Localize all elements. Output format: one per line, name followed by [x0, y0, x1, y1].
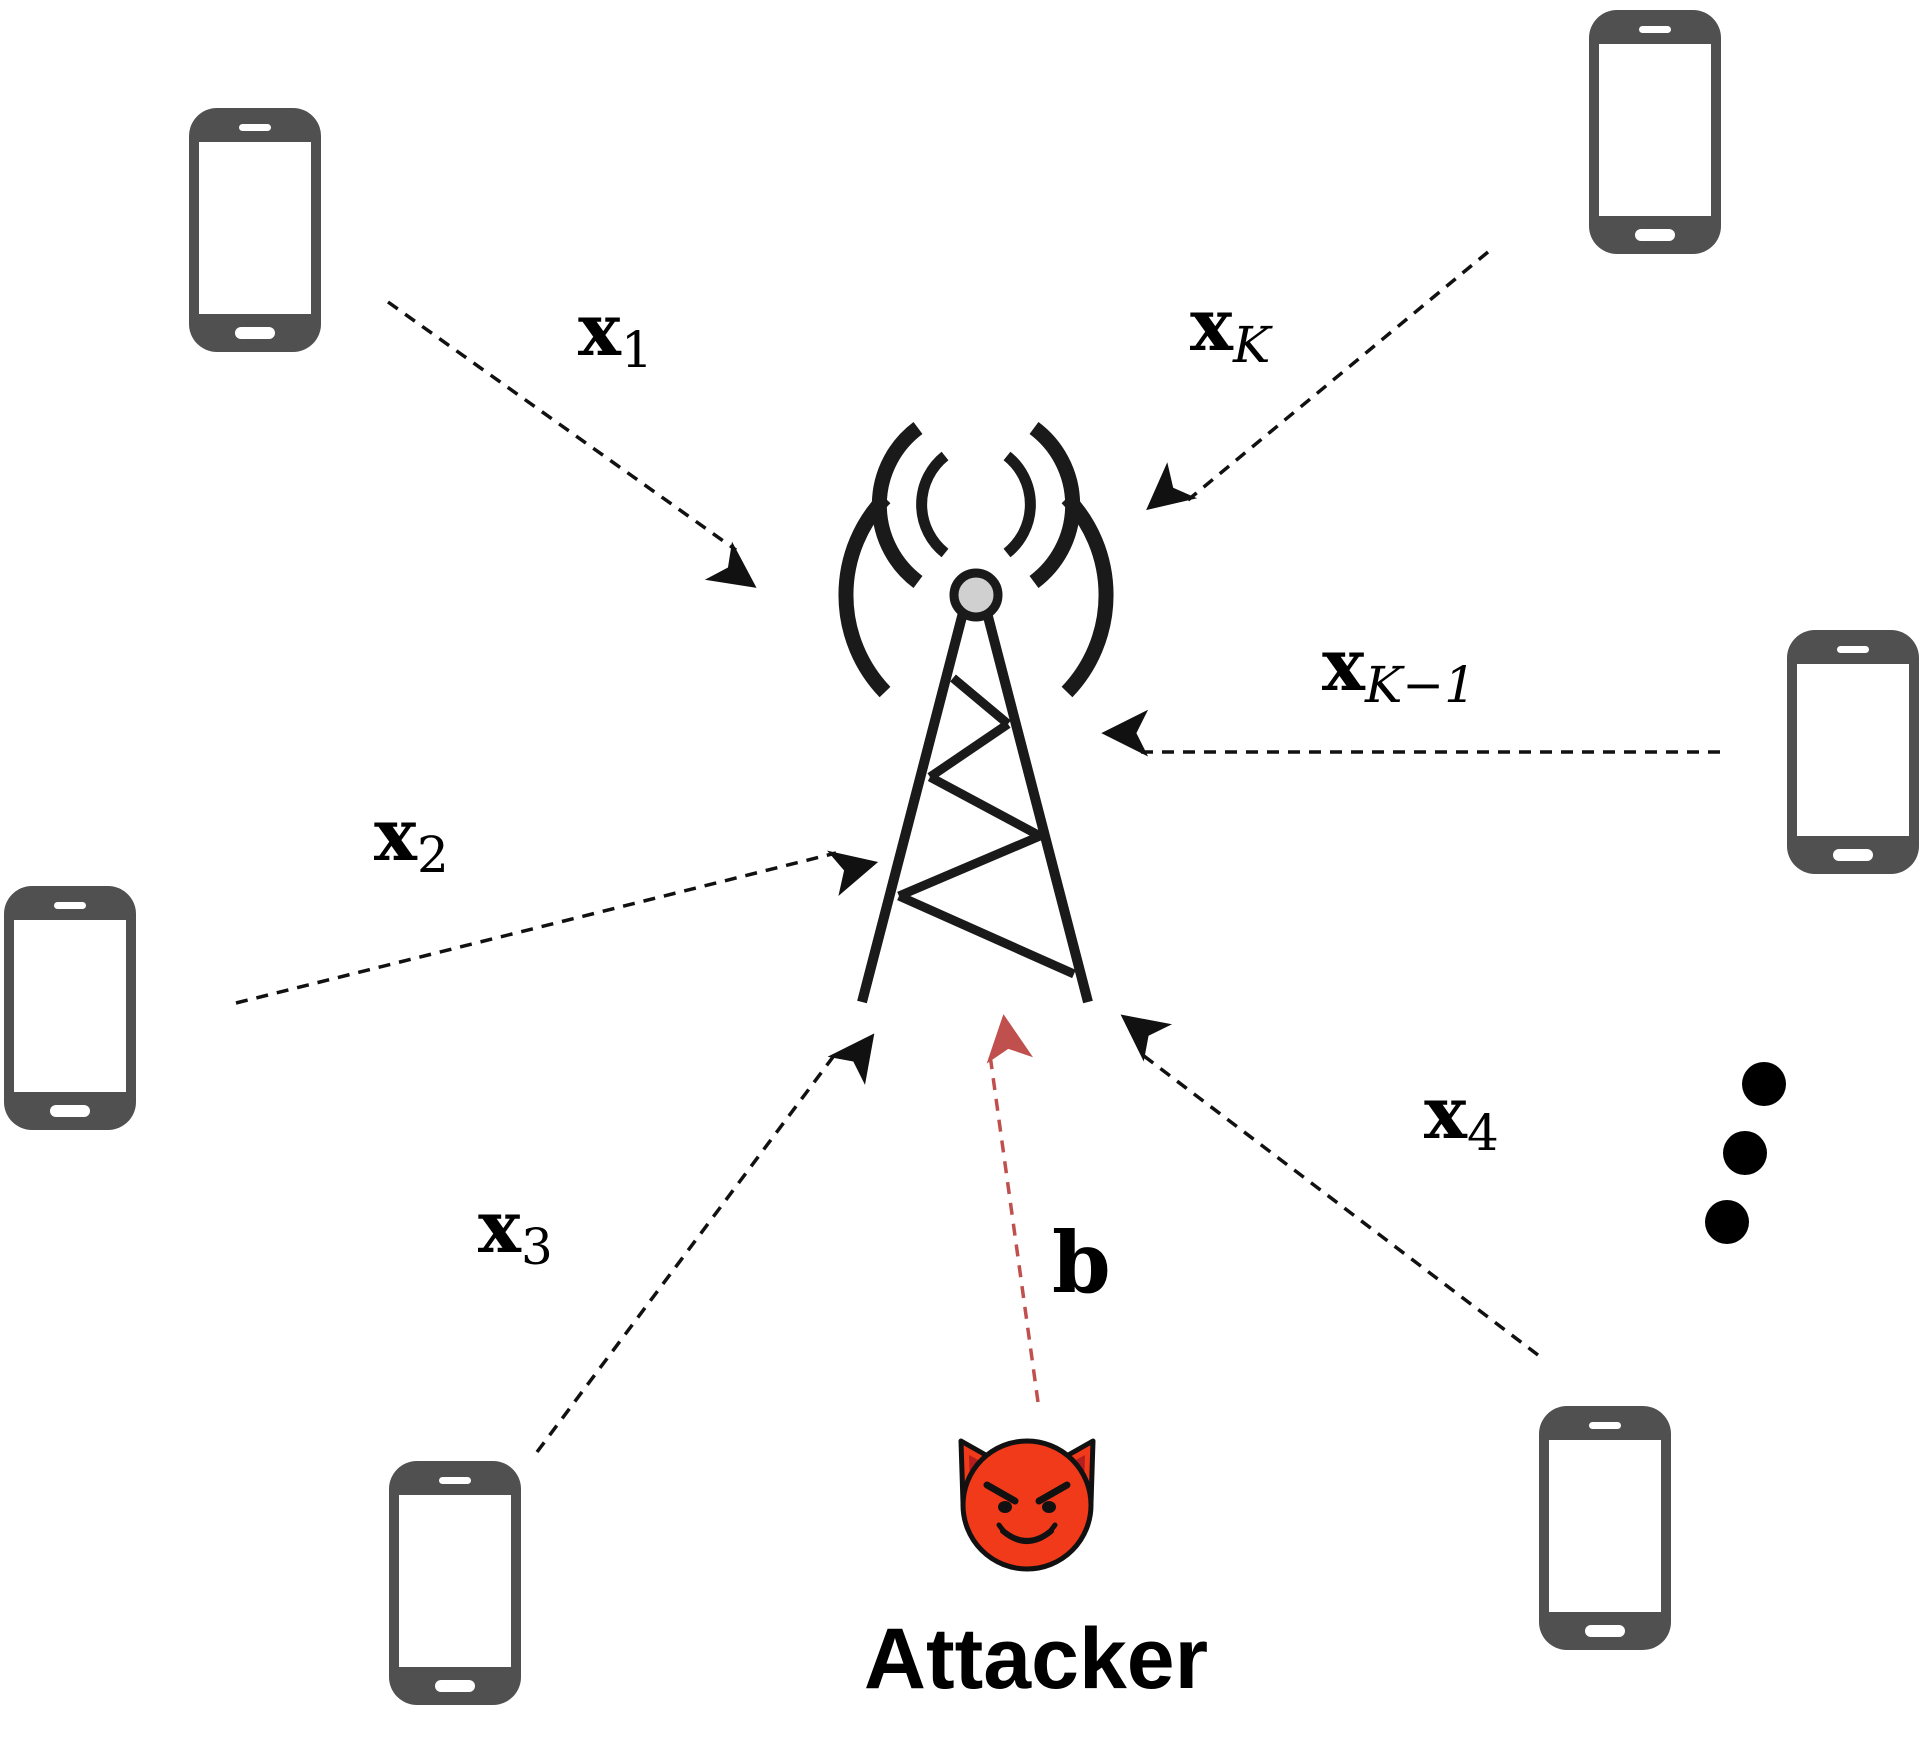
- arrow-x2: [235, 850, 879, 1005]
- label-x2: x2: [374, 792, 449, 884]
- attacker: Attacker: [864, 1438, 1208, 1707]
- smiling-devil-icon: [958, 1438, 1096, 1572]
- label-x1: x1: [578, 287, 653, 379]
- phone-3: [389, 1461, 521, 1705]
- smartphone-icon: [4, 886, 136, 1130]
- smartphone-icon: [1539, 1406, 1671, 1650]
- phone-k: [1589, 10, 1721, 254]
- label-xk: xK: [1190, 282, 1273, 374]
- phone-4: [1539, 1406, 1671, 1650]
- base-station: [838, 421, 1114, 1004]
- smartphone-icon: [389, 1461, 521, 1705]
- label-x4: x4: [1424, 1070, 1499, 1162]
- phone-2: [4, 886, 136, 1130]
- smartphone-icon: [1589, 10, 1721, 254]
- arrow-xk: [1146, 250, 1490, 511]
- arrow-x4: [1120, 1014, 1540, 1357]
- link-labels: x1 xK xK−1 x2 x3 x4 b: [374, 282, 1499, 1312]
- arrows: [235, 250, 1720, 1454]
- label-x3: x3: [478, 1184, 553, 1276]
- smartphone-icon: [1787, 630, 1919, 874]
- smartphone-icon: [189, 108, 321, 352]
- arrow-b: [986, 1014, 1040, 1403]
- cell-tower-icon: [838, 421, 1114, 1004]
- attacker-label: Attacker: [864, 1611, 1208, 1707]
- phone-k-minus-1: [1787, 630, 1919, 874]
- label-xk-minus-1: xK−1: [1322, 622, 1476, 714]
- phone-1: [189, 108, 321, 352]
- arrow-x1: [386, 300, 757, 588]
- arrow-x3: [535, 1033, 875, 1454]
- vertical-ellipsis-icon: [1705, 1062, 1786, 1244]
- label-b: b: [1052, 1213, 1111, 1312]
